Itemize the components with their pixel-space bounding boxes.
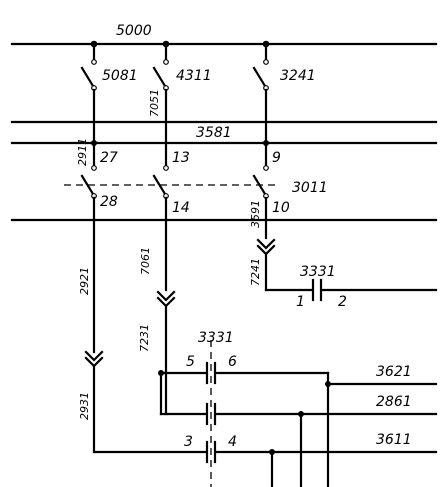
switch-14 bbox=[152, 174, 169, 292]
label-7241: 7241 bbox=[249, 258, 262, 286]
label-3011: 3011 bbox=[292, 180, 328, 196]
label-contact-3: 3 bbox=[184, 434, 193, 450]
switch-10 bbox=[252, 174, 269, 240]
junction-dot bbox=[325, 381, 331, 387]
terminal-13 bbox=[163, 165, 169, 171]
label-3241: 3241 bbox=[280, 68, 316, 84]
label-3591: 3591 bbox=[249, 200, 262, 228]
switch-4311 bbox=[152, 42, 169, 124]
connector-chevron bbox=[84, 350, 104, 368]
label-contact-5: 5 bbox=[186, 354, 195, 370]
terminal-27 bbox=[91, 165, 97, 171]
connector-chevron bbox=[156, 290, 176, 308]
label-contact-4: 4 bbox=[228, 434, 237, 450]
label-2921: 2921 bbox=[78, 267, 91, 295]
label-7231: 7231 bbox=[138, 324, 151, 352]
junction-dot bbox=[298, 411, 304, 417]
label-5081: 5081 bbox=[102, 68, 138, 84]
label-contact-1: 1 bbox=[296, 294, 305, 310]
label-7061: 7061 bbox=[139, 247, 152, 275]
label-13: 13 bbox=[172, 150, 190, 166]
label-5000: 5000 bbox=[116, 23, 152, 39]
label-2861: 2861 bbox=[376, 394, 412, 410]
label-7051: 7051 bbox=[148, 89, 161, 117]
label-3611: 3611 bbox=[376, 432, 412, 448]
label-28: 28 bbox=[100, 194, 118, 210]
switch-5081 bbox=[80, 42, 97, 145]
label-2931: 2931 bbox=[78, 392, 91, 420]
label-3331-mid: 3331 bbox=[198, 330, 234, 346]
label-3621: 3621 bbox=[376, 364, 412, 380]
label-contact-6: 6 bbox=[228, 354, 237, 370]
junction-dot bbox=[269, 449, 275, 455]
label-14: 14 bbox=[172, 200, 190, 216]
label-4311: 4311 bbox=[176, 68, 212, 84]
switch-28 bbox=[80, 174, 97, 354]
connector-chevron bbox=[256, 238, 276, 256]
label-3331-top: 3331 bbox=[300, 264, 336, 280]
switch-3241 bbox=[252, 42, 269, 145]
label-27: 27 bbox=[100, 150, 118, 166]
label-3581: 3581 bbox=[196, 125, 232, 141]
label-contact-2: 2 bbox=[338, 294, 347, 310]
label-10: 10 bbox=[272, 200, 290, 216]
label-9: 9 bbox=[272, 150, 281, 166]
label-2911: 2911 bbox=[76, 138, 89, 166]
relay-contact-1-2 bbox=[311, 278, 323, 302]
terminal-9 bbox=[263, 165, 269, 171]
